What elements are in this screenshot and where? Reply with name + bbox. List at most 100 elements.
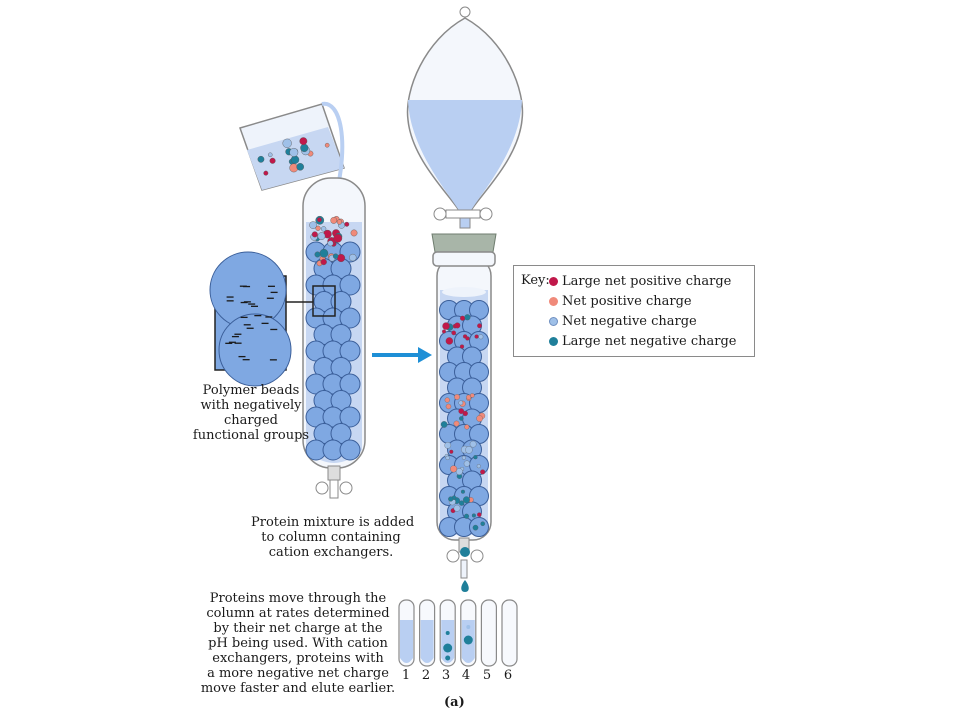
polymer-bead [339,439,361,461]
protein-dot [442,329,446,334]
key-title: Key: [521,273,550,288]
protein-dot [445,403,452,410]
protein-dot [332,253,339,259]
left-column [302,177,366,499]
key-item-label: Net positive charge [562,294,692,309]
polymer-bead [339,274,361,296]
caption-line: to column containing [261,530,401,545]
caption-line: pH being used. With cation [208,636,388,651]
protein-dot [448,496,454,502]
protein-dot [330,217,338,224]
protein-dot [311,231,318,238]
negative-dot-icon [549,317,558,326]
protein-dot [472,524,479,531]
beads-caption: Polymer beads with negatively charged fu… [181,383,321,443]
tube-number: 5 [482,668,492,683]
caption-line: with negatively [200,398,302,413]
protein-dot [349,253,357,262]
protein-dot [459,500,465,506]
protein-dot [480,469,486,475]
protein-dot [449,449,454,454]
protein-dot [477,323,482,329]
protein-dot [344,221,350,227]
protein-dot [463,460,471,467]
key-item-large-positive: Large net positive charge [549,274,732,289]
tube-number: 3 [441,668,451,683]
caption-line: functional groups [192,428,310,443]
protein-dot [320,226,327,232]
large-positive-dot-icon [549,277,558,286]
protein-dot [462,410,468,417]
protein-dot [300,143,309,152]
protein-dot [324,142,330,148]
protein-dot [445,655,451,661]
caption-line: by their net charge at the [213,621,383,636]
protein-dot [454,322,461,329]
collection-tube [480,599,497,667]
caption-line: move faster and elute earlier. [200,681,396,696]
protein-dot [444,397,450,403]
protein-dot [461,455,466,460]
protein-dot [451,330,457,336]
protein-dot [263,170,269,176]
protein-dot [453,420,460,427]
protein-dot [473,455,478,460]
protein-dot [458,400,464,406]
positive-dot-icon [549,297,558,306]
protein-dot [460,315,466,321]
protein-dot [463,635,473,645]
protein-dot [317,232,326,240]
polymer-bead [339,373,361,395]
protein-dot [465,446,473,454]
protein-dot [440,421,448,428]
protein-dot [459,416,464,421]
separatory-funnel [406,6,524,229]
process-arrow [372,347,432,363]
protein-dot [445,337,454,345]
protein-dot [290,155,300,164]
protein-dot [314,251,321,258]
key-item-positive: Net positive charge [549,294,692,309]
protein-dot [455,468,463,476]
protein-dot [466,394,472,400]
tube-liquid [441,620,455,663]
mixture-caption: Protein mixture is added to column conta… [251,515,414,560]
protein-dot [453,504,461,512]
caption-line: exchangers, proteins with [212,651,384,666]
protein-dot [476,464,481,469]
caption-line: column at rates determined [206,606,390,621]
polymer-bead [339,406,361,428]
protein-dot [445,631,450,635]
protein-dot [454,394,460,400]
collection-tubes [398,599,518,667]
protein-dot [350,229,358,237]
protein-dot [474,334,479,339]
protein-dot [282,138,292,148]
caption-line: Proteins move through the [209,591,387,606]
protein-dot [450,465,458,473]
pouring-beaker [239,101,345,211]
protein-dot [257,155,265,163]
bead-magnification [209,251,336,387]
key-item-negative: Net negative charge [549,314,697,329]
polymer-bead [469,517,489,537]
tube-liquid [420,620,434,663]
protein-dot [470,393,475,398]
caption-line: a more negative net charge [207,666,389,681]
caption-line: cation exchangers. [268,545,394,560]
protein-dot [469,440,477,448]
tube-liquid [400,620,413,663]
protein-dot [315,225,321,231]
protein-dot [460,489,465,494]
protein-dot [269,157,276,164]
protein-dot [466,625,471,629]
protein-dot [442,322,450,330]
protein-dot [478,334,484,340]
protein-dot [336,219,343,225]
protein-dot [336,253,346,263]
key-item-label: Large net positive charge [562,274,732,289]
large-negative-dot-icon [549,337,558,346]
protein-dot [458,408,465,414]
protein-dot [471,513,476,518]
